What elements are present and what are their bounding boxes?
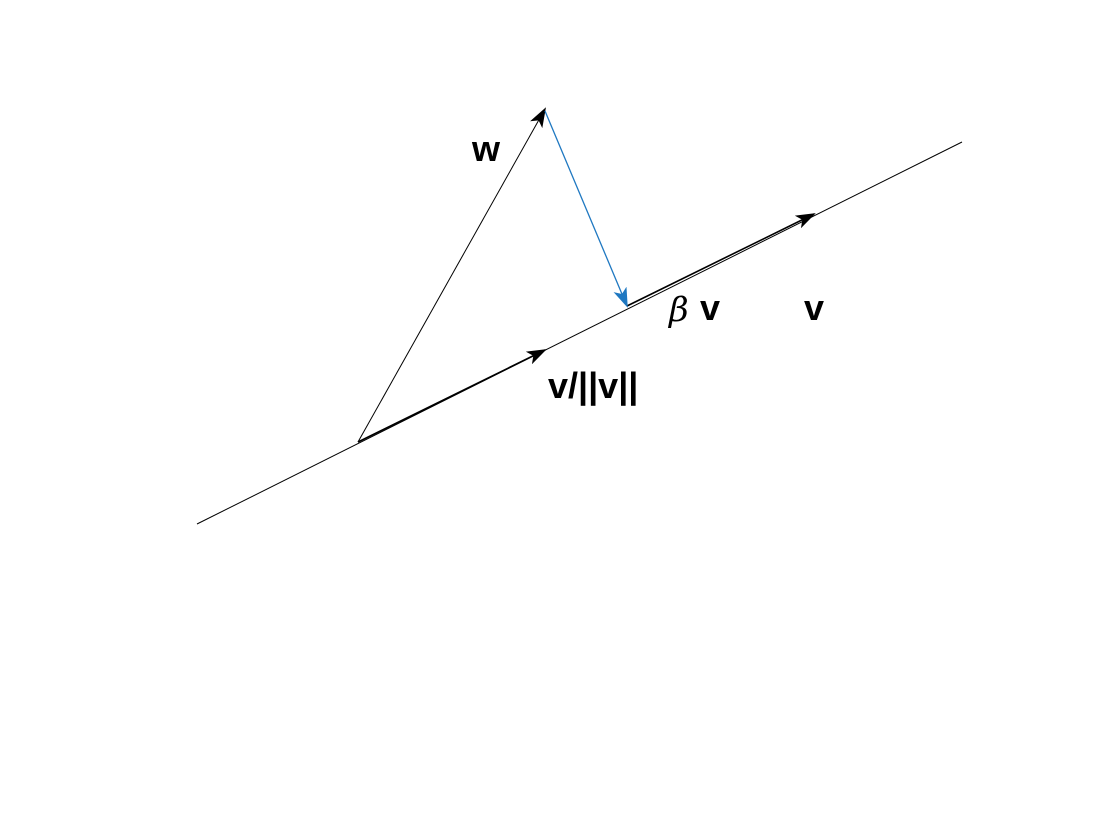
- w-vector-arrow: [357, 107, 546, 443]
- w-label: w: [471, 128, 501, 169]
- unit-v-vector-arrow: [357, 349, 547, 443]
- v-label: v: [804, 287, 824, 328]
- unit-v-label: v/||v||: [548, 365, 638, 407]
- v-direction-line: [196, 141, 963, 525]
- beta-v-label: v: [700, 287, 720, 328]
- projection-arrow: [544, 110, 628, 308]
- beta-v-vector-arrow: [626, 213, 816, 307]
- beta-symbol: β: [667, 290, 689, 330]
